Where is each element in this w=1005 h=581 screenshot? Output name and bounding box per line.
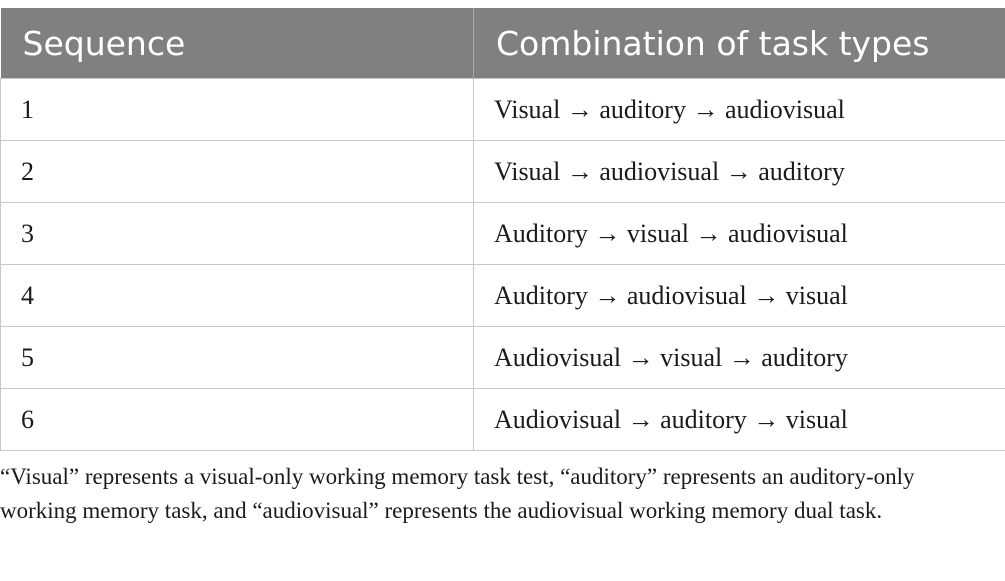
cell-combination: Visual → auditory → audiovisual	[473, 78, 1005, 141]
table-row: 4 Auditory → audiovisual → visual	[0, 264, 1005, 327]
table-row: 5 Audiovisual → visual → auditory	[0, 326, 1005, 389]
cell-sequence: 4	[0, 264, 474, 327]
table-footnote: “Visual” represents a visual-only workin…	[0, 464, 915, 523]
cell-sequence: 3	[0, 202, 474, 265]
table-body: 1 Visual → auditory → audiovisual 2 Visu…	[0, 78, 1005, 451]
cell-combination: Visual → audiovisual → auditory	[473, 140, 1005, 203]
table-row: 1 Visual → auditory → audiovisual	[0, 78, 1005, 141]
cell-combination: Auditory → visual → audiovisual	[473, 202, 1005, 265]
header-combination: Combination of task types	[473, 8, 1005, 79]
cell-sequence: 5	[0, 326, 474, 389]
cell-combination: Audiovisual → auditory → visual	[473, 388, 1005, 451]
table-header: Sequence Combination of task types	[0, 8, 1005, 79]
cell-combination: Audiovisual → visual → auditory	[473, 326, 1005, 389]
task-sequence-table-container: Sequence Combination of task types 1 Vis…	[0, 8, 1005, 451]
task-sequence-table: Sequence Combination of task types 1 Vis…	[0, 8, 1005, 451]
cell-combination: Auditory → audiovisual → visual	[473, 264, 1005, 327]
cell-sequence: 6	[0, 388, 474, 451]
cell-sequence: 1	[0, 78, 474, 141]
table-row: 2 Visual → audiovisual → auditory	[0, 140, 1005, 203]
header-row: Sequence Combination of task types	[0, 8, 1005, 79]
table-row: 6 Audiovisual → auditory → visual	[0, 388, 1005, 451]
table-row: 3 Auditory → visual → audiovisual	[0, 202, 1005, 265]
header-sequence: Sequence	[0, 8, 474, 79]
cell-sequence: 2	[0, 140, 474, 203]
